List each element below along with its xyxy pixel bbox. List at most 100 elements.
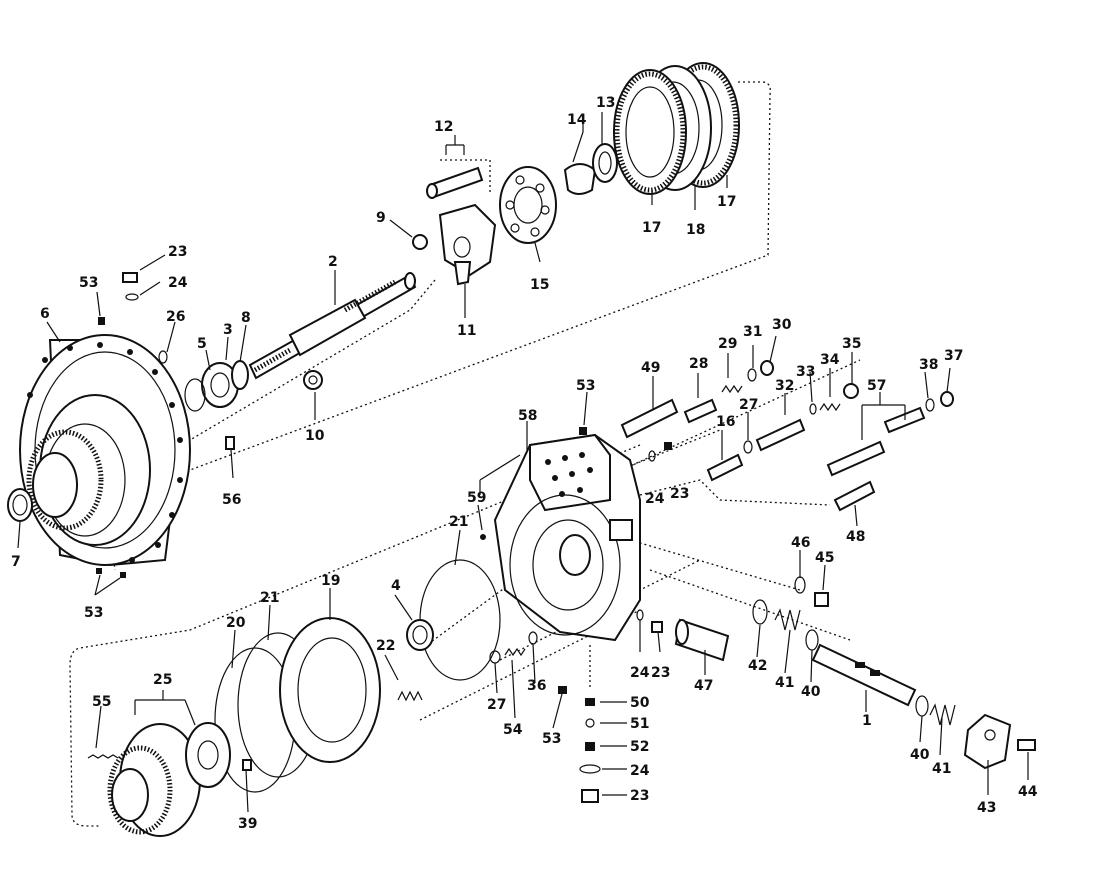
spool-springs-rings (752, 599, 956, 726)
callout-label: 26 (166, 309, 185, 325)
callout-label: 11 (457, 323, 476, 339)
callout-label: 3 (223, 322, 233, 338)
motor-casing-part (493, 433, 641, 642)
callout-label: 53 (576, 378, 595, 394)
callout-label: 30 (772, 317, 792, 333)
callout-label: 37 (944, 348, 963, 364)
seal-ring-part (7, 488, 33, 522)
callout-label: 55 (92, 694, 111, 710)
small-spring-part (87, 754, 119, 759)
callout-label: 9 (376, 210, 386, 226)
callout-label: 34 (820, 352, 840, 368)
callout-label: 41 (775, 675, 794, 691)
end-cap-part (963, 713, 1012, 770)
callout-label: 28 (689, 356, 708, 372)
casing-small-parts (96, 427, 663, 694)
callout-label: 40 (910, 747, 930, 763)
callout-label: 12 (434, 119, 453, 135)
plug-stack-bottom (579, 698, 601, 803)
callout-label: 59 (467, 490, 486, 506)
callout-label: 35 (842, 336, 861, 352)
callout-label: 23 (168, 244, 187, 260)
valve-spool-part (674, 618, 730, 662)
small-bolt-part (412, 234, 428, 250)
callout-label: 27 (487, 697, 506, 713)
pin-part (242, 759, 252, 771)
callout-label: 10 (305, 428, 325, 444)
relief-valve-components (648, 360, 954, 482)
callout-label: 31 (743, 324, 762, 340)
callout-label: 53 (84, 605, 103, 621)
callout-label: 17 (717, 194, 736, 210)
callout-label: 23 (670, 486, 689, 502)
callout-label: 18 (686, 222, 705, 238)
callout-label: 6 (40, 306, 50, 322)
callout-label: 20 (226, 615, 246, 631)
callout-label: 49 (641, 360, 660, 376)
callout-label: 7 (11, 554, 21, 570)
callout-label: 38 (919, 357, 938, 373)
callout-label: 4 (391, 578, 401, 594)
swash-plate-part (438, 203, 497, 286)
callout-label: 27 (739, 397, 758, 413)
callout-label: 33 (796, 364, 815, 380)
callout-label: 21 (449, 514, 468, 530)
valve-piston-part (426, 166, 484, 199)
callout-label: 58 (518, 408, 537, 424)
main-shaft-part (248, 272, 417, 380)
callout-label: 44 (1018, 784, 1038, 800)
bolt-48-part (833, 480, 876, 512)
callout-label: 21 (260, 590, 279, 606)
callout-label: 22 (376, 638, 395, 654)
callout-label: 42 (748, 658, 767, 674)
callout-label: 50 (630, 695, 650, 711)
callout-label: 47 (694, 678, 713, 694)
planetary-carrier-part (107, 722, 231, 837)
callout-label: 32 (775, 378, 794, 394)
callout-label: 8 (241, 310, 251, 326)
callout-label: 24 (168, 275, 188, 291)
dowel-pin-part (225, 436, 235, 450)
callout-label: 57 (867, 378, 886, 394)
callout-labels: 1 2 3 4 5 6 7 8 9 10 11 12 13 14 15 16 1… (11, 95, 1038, 832)
callout-label: 41 (932, 761, 951, 777)
callout-label: 53 (79, 275, 98, 291)
plug-and-oring-top (98, 272, 168, 364)
seal-rings-group (214, 559, 501, 793)
callout-label: 39 (238, 816, 257, 832)
callout-label: 14 (567, 112, 587, 128)
shaft-bearing-rings (184, 360, 249, 412)
callout-label: 53 (542, 731, 561, 747)
callout-label: 25 (153, 672, 172, 688)
long-spool-part (811, 643, 917, 707)
callout-label: 19 (321, 573, 340, 589)
needle-bearing-part (406, 619, 434, 651)
callout-label: 40 (801, 684, 821, 700)
callout-label: 24 (630, 763, 650, 779)
callout-label: 51 (630, 716, 649, 732)
callout-label: 24 (645, 491, 665, 507)
callout-label: 43 (977, 800, 996, 816)
callout-label: 48 (846, 529, 865, 545)
callout-label: 56 (222, 492, 241, 508)
callout-label: 17 (642, 220, 661, 236)
callout-label: 1 (862, 713, 872, 729)
friction-disc-set (613, 62, 740, 195)
callout-label: 13 (596, 95, 615, 111)
callout-label: 24 (630, 665, 650, 681)
callout-label: 29 (718, 336, 737, 352)
callout-label: 23 (651, 665, 670, 681)
plug-45-46 (794, 576, 829, 607)
callout-label: 52 (630, 739, 649, 755)
callout-label: 45 (815, 550, 834, 566)
retaining-ring-part (592, 143, 618, 183)
spring-part (397, 690, 423, 702)
callout-label: 2 (328, 254, 338, 270)
flange-housing-part (19, 334, 191, 567)
callout-label: 23 (630, 788, 649, 804)
callout-label: 15 (530, 277, 549, 293)
end-bolt-part (1017, 739, 1036, 751)
leader-lines (17, 112, 1029, 813)
callout-label: 46 (791, 535, 810, 551)
